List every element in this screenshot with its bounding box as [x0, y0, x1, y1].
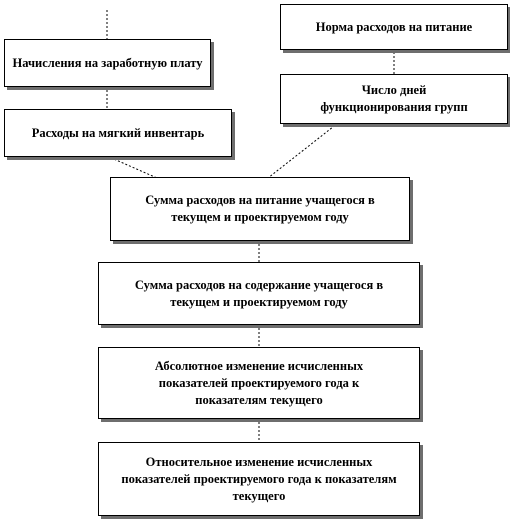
connector-groupdays-foodsum: [267, 122, 339, 179]
soft-inventory-box: Расходы на мягкий инвентарь: [4, 109, 232, 157]
relative-change-label: Относительное изменение исчисленных пока…: [121, 454, 397, 503]
upkeep-sum-box: Сумма расходов на содержание учащегося в…: [98, 262, 420, 325]
relative-change-box: Относительное изменение исчисленных пока…: [98, 442, 420, 516]
upkeep-sum-label: Сумма расходов на содержание учащегося в…: [134, 277, 384, 309]
payroll-label: Начисления на заработную плату: [12, 55, 203, 70]
food-sum-label: Сумма расходов на питание учащегося в те…: [145, 193, 375, 224]
group-days-box: Число дней функционирования групп: [280, 74, 508, 124]
payroll-box: Начисления на заработную плату: [4, 39, 211, 87]
food-norm-box: Норма расходов на питание: [280, 4, 508, 50]
connector-inventory-foodsum: [106, 155, 158, 179]
food-sum-box: Сумма расходов на питание учащегося в те…: [110, 177, 410, 241]
absolute-change-label: Абсолютное изменение исчисленных показат…: [154, 358, 364, 407]
soft-inventory-label: Расходы на мягкий инвентарь: [31, 125, 205, 140]
food-norm-label: Норма расходов на питание: [315, 19, 473, 34]
group-days-label: Число дней функционирования групп: [320, 83, 468, 114]
absolute-change-box: Абсолютное изменение исчисленных показат…: [98, 347, 420, 419]
